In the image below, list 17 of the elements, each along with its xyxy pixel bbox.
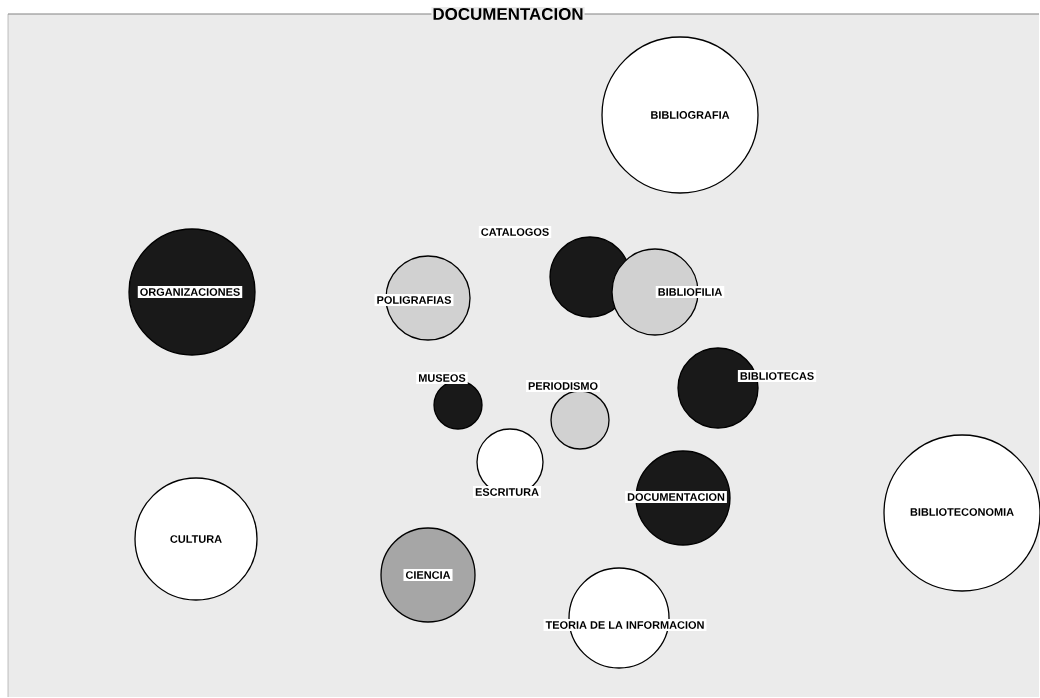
bubble: CIENCIA <box>380 527 476 623</box>
bubble: BIBLIOGRAFIA <box>601 36 759 194</box>
bubble: TEORIA DE LA INFORMACION <box>543 567 707 669</box>
bubble: DOCUMENTACION <box>625 450 731 546</box>
bubble: ORGANIZACIONES <box>128 228 256 356</box>
node-label: MUSEOS <box>418 374 466 382</box>
bubble: ESCRITURA <box>473 428 544 498</box>
bubble: CULTURA <box>134 477 258 601</box>
bubble: MUSEOS <box>416 372 483 430</box>
bubble: BIBLIOTECAS <box>677 347 817 429</box>
bubble: BIBLIOFILIA <box>611 248 725 336</box>
bubble: POLIGRAFIAS <box>374 255 471 341</box>
bubble: PERIODISMO <box>526 380 610 450</box>
node-label: CATALOGOS <box>481 228 549 236</box>
bubble: BIBLIOTECONOMIA <box>883 434 1040 592</box>
node-label: PERIODISMO <box>528 382 598 390</box>
title: DOCUMENTACION <box>431 7 585 21</box>
